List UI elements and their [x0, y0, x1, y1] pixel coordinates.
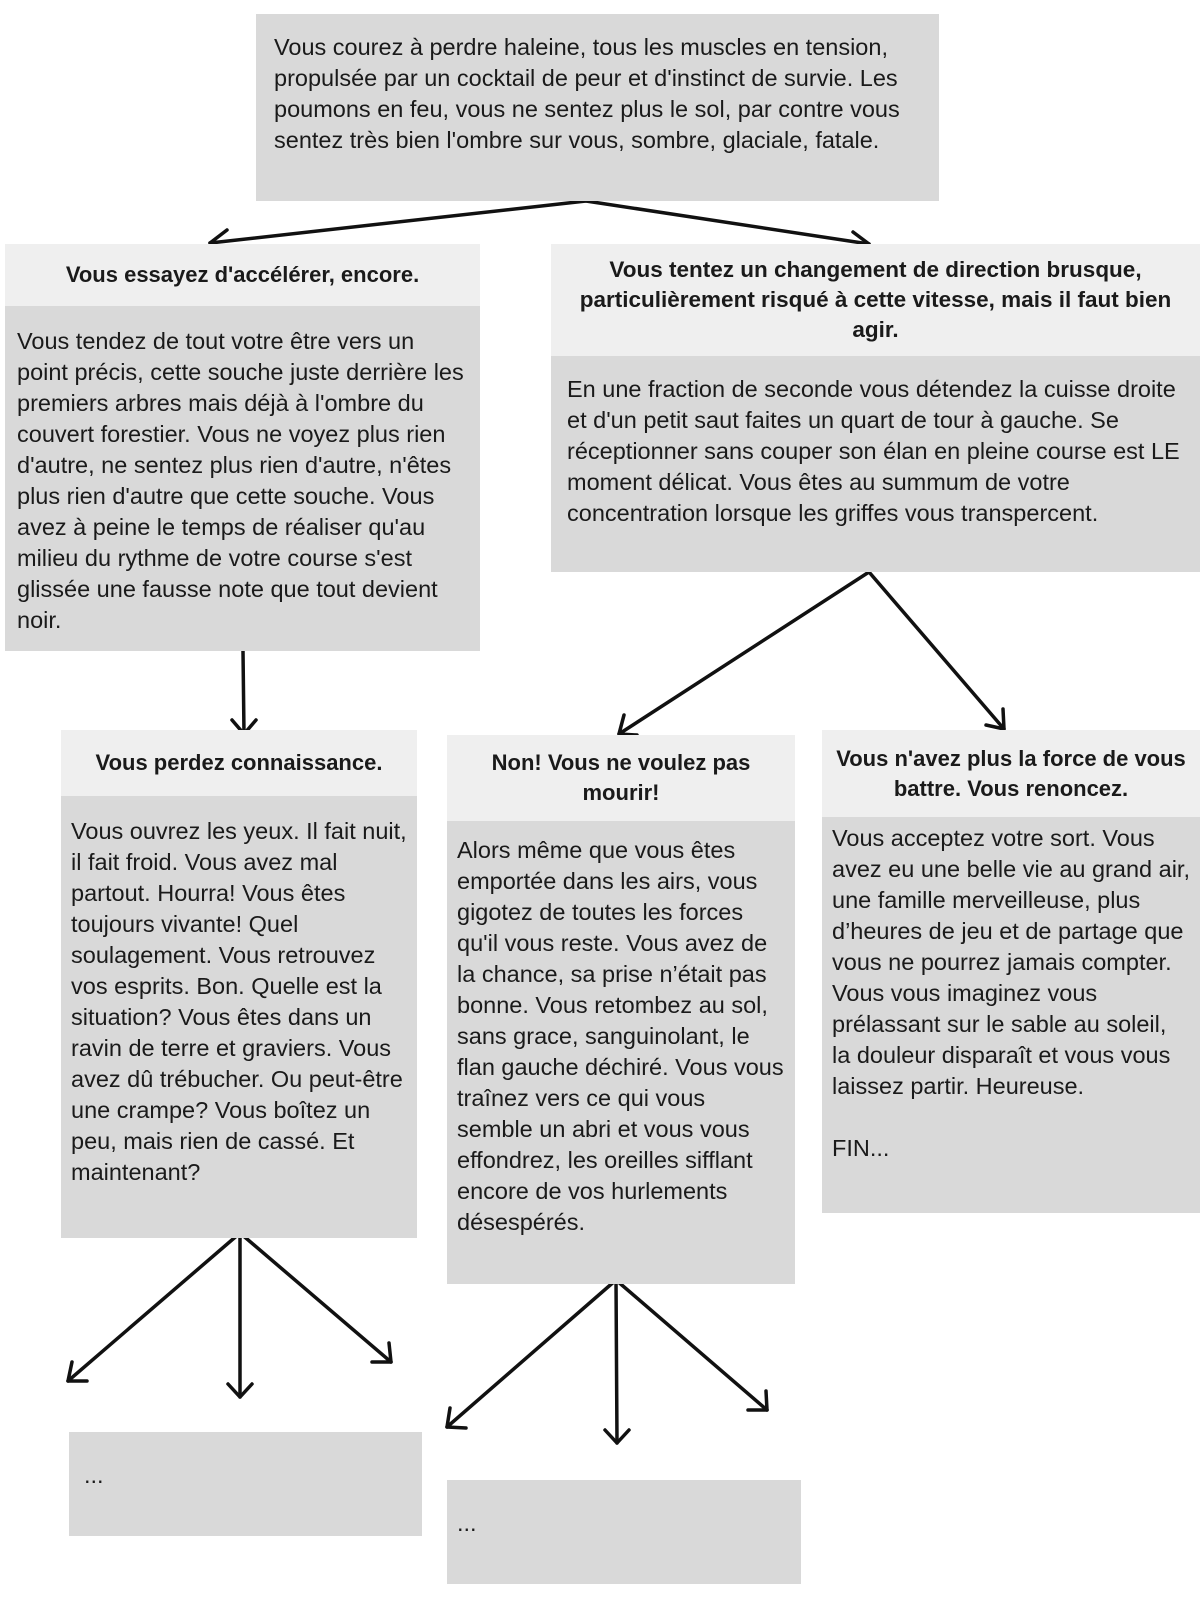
- continuation-middle-text: ...: [457, 1510, 477, 1536]
- intro-text: Vous courez à perdre haleine, tous les m…: [274, 34, 900, 153]
- node-refuse-death-title: Non! Vous ne voulez pas mourir!: [447, 735, 795, 821]
- arrow-change-to-refuse: [617, 570, 871, 737]
- intro-box: Vous courez à perdre haleine, tous les m…: [256, 14, 939, 201]
- node-accelerate-title: Vous essayez d'accélérer, encore.: [5, 244, 480, 306]
- node-give-up: Vous n'avez plus la force de vous battre…: [822, 730, 1200, 1213]
- arrow-unconscious-fan: [66, 1231, 393, 1399]
- continuation-middle: ...: [447, 1480, 801, 1584]
- node-unconscious-title: Vous perdez connaissance.: [61, 730, 417, 796]
- node-change-direction-text: En une fraction de seconde vous détendez…: [567, 376, 1180, 526]
- arrow-refuse-fan: [445, 1278, 769, 1445]
- arrow-accelerate-to-unconscious: [230, 649, 258, 736]
- continuation-left: ...: [69, 1432, 422, 1536]
- continuation-left-text: ...: [84, 1462, 104, 1488]
- arrow-change-to-giveup: [867, 570, 1006, 731]
- node-unconscious: Vous perdez connaissance. Vous ouvrez le…: [61, 730, 417, 1238]
- node-give-up-title: Vous n'avez plus la force de vous battre…: [822, 730, 1200, 817]
- node-refuse-death: Non! Vous ne voulez pas mourir! Alors mê…: [447, 735, 795, 1284]
- node-accelerate-text: Vous tendez de tout votre être vers un p…: [17, 328, 464, 633]
- node-change-direction: Vous tentez un changement de direction b…: [551, 244, 1200, 572]
- node-accelerate: Vous essayez d'accélérer, encore. Vous t…: [5, 244, 480, 651]
- node-refuse-death-text: Alors même que vous êtes emportée dans l…: [457, 837, 784, 1235]
- node-change-direction-title: Vous tentez un changement de direction b…: [551, 244, 1200, 356]
- node-give-up-text: Vous acceptez votre sort. Vous avez eu u…: [832, 825, 1190, 1161]
- node-unconscious-text: Vous ouvrez les yeux. Il fait nuit, il f…: [71, 818, 407, 1185]
